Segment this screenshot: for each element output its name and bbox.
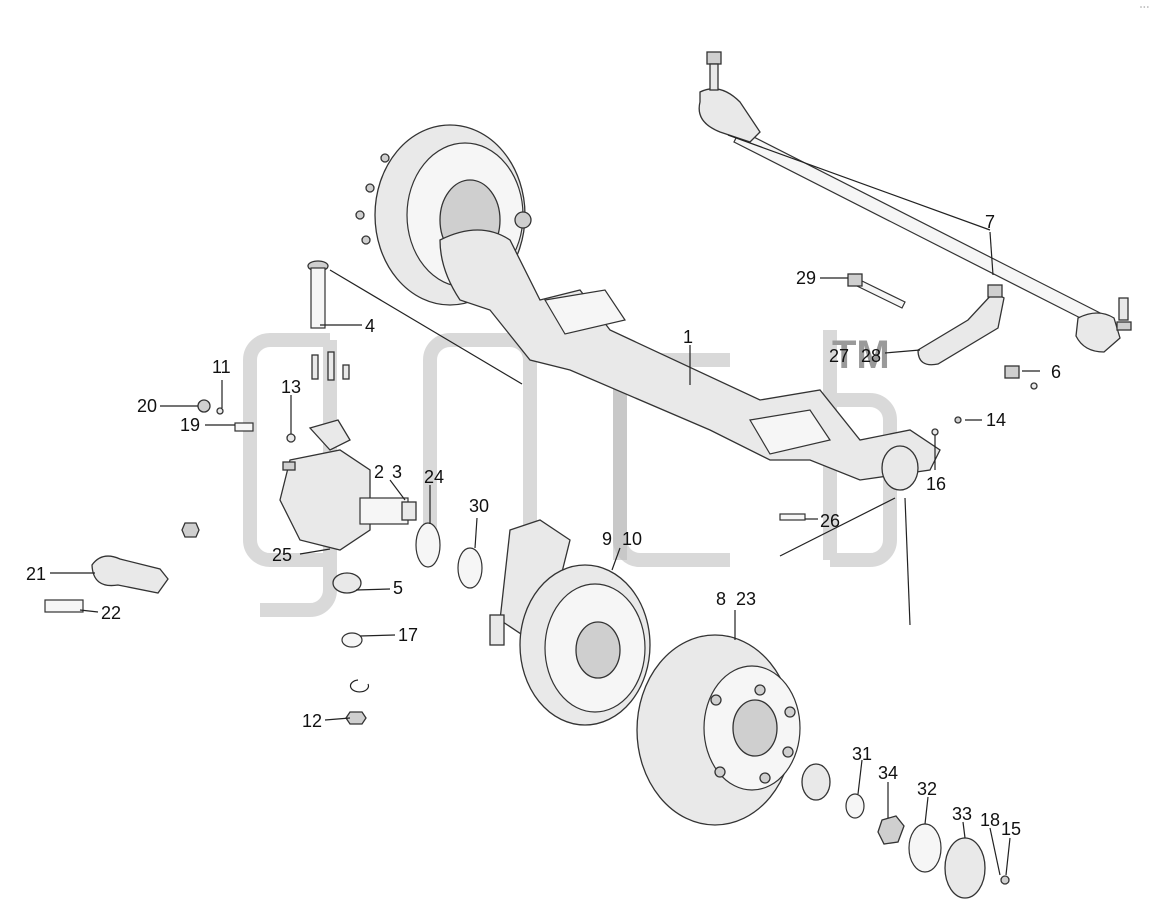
tie-rod [698,51,1132,353]
callout-16: 16 [926,474,946,494]
callout-7: 7 [985,212,995,232]
callout-5: 5 [393,578,403,598]
small-fasteners [197,399,962,521]
callout-18: 18 [980,810,1000,830]
callout-20: 20 [137,396,157,416]
axle-beam [439,229,941,491]
steering-arm [847,273,1038,390]
callout-4: 4 [365,316,375,336]
callout-17: 17 [398,625,418,645]
callout-32: 32 [917,779,937,799]
leader-lines [50,134,1040,876]
callout-24: 24 [424,467,444,487]
callout-2: 2 [374,462,384,482]
callout-10: 10 [622,529,642,549]
callout-27: 27 [829,346,849,366]
callout-23: 23 [736,589,756,609]
seals [332,522,483,725]
callout-31: 31 [852,744,872,764]
callout-25: 25 [272,545,292,565]
callout-26: 26 [820,511,840,531]
callout-3: 3 [392,462,402,482]
callout-29: 29 [796,268,816,288]
callout-34: 34 [878,763,898,783]
callout-9: 9 [602,529,612,549]
callout-15: 15 [1001,819,1021,839]
callout-19: 19 [180,415,200,435]
steering-lever [44,522,200,613]
hub-end-parts [801,763,1010,899]
corner-mark: ° ° ° [1140,6,1149,12]
callout-21: 21 [26,564,46,584]
callout-30: 30 [469,496,489,516]
steering-knuckle [279,419,417,551]
callout-12: 12 [302,711,322,731]
callout-1: 1 [683,327,693,347]
watermark-trademark: TM [832,333,890,377]
callout-22: 22 [101,603,121,623]
callout-11: 11 [212,357,231,377]
king-pin [307,260,350,381]
callout-6: 6 [1051,362,1061,382]
callout-33: 33 [952,804,972,824]
callout-14: 14 [986,410,1006,430]
brake-shoe-assembly [489,519,651,726]
callout-13: 13 [281,377,301,397]
callout-8: 8 [716,589,726,609]
callout-labels: 1 2 3 4 5 6 7 8 9 10 11 12 13 14 15 16 1… [26,212,1061,839]
callout-28: 28 [861,346,881,366]
near-brake-drum [636,634,801,826]
